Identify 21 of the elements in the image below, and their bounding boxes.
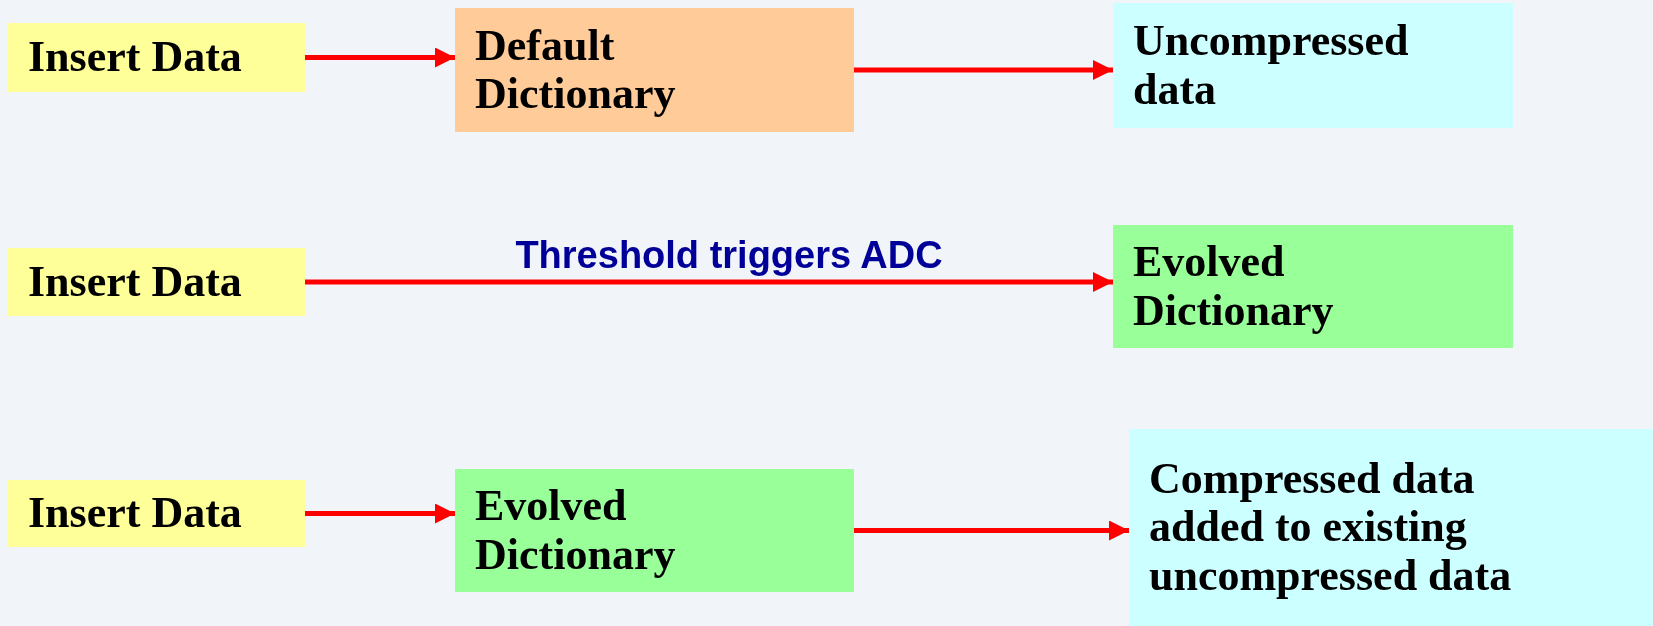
arrow [305,47,455,68]
box-label: Evolved Dictionary [475,482,677,579]
arrow [854,520,1129,541]
process-box [8,248,305,316]
arrow [305,272,1113,292]
process-box [1129,429,1653,626]
arrow [305,503,455,524]
box-label: Insert Data [28,489,242,538]
process-box [1113,225,1513,348]
process-box [1113,3,1513,128]
box-label: Default Dictionary [475,21,677,119]
box-label: Insert Data [28,33,242,82]
box-label: Insert Data [28,257,242,307]
process-box [455,8,854,132]
box-label: Compressed data added to existing uncompressed data [1149,454,1513,601]
process-box [8,480,305,547]
process-box [455,469,854,592]
process-box [8,23,305,92]
arrow [854,60,1113,80]
box-label: Uncompressed data [1133,17,1410,114]
box-label: Evolved Dictionary [1133,238,1335,335]
